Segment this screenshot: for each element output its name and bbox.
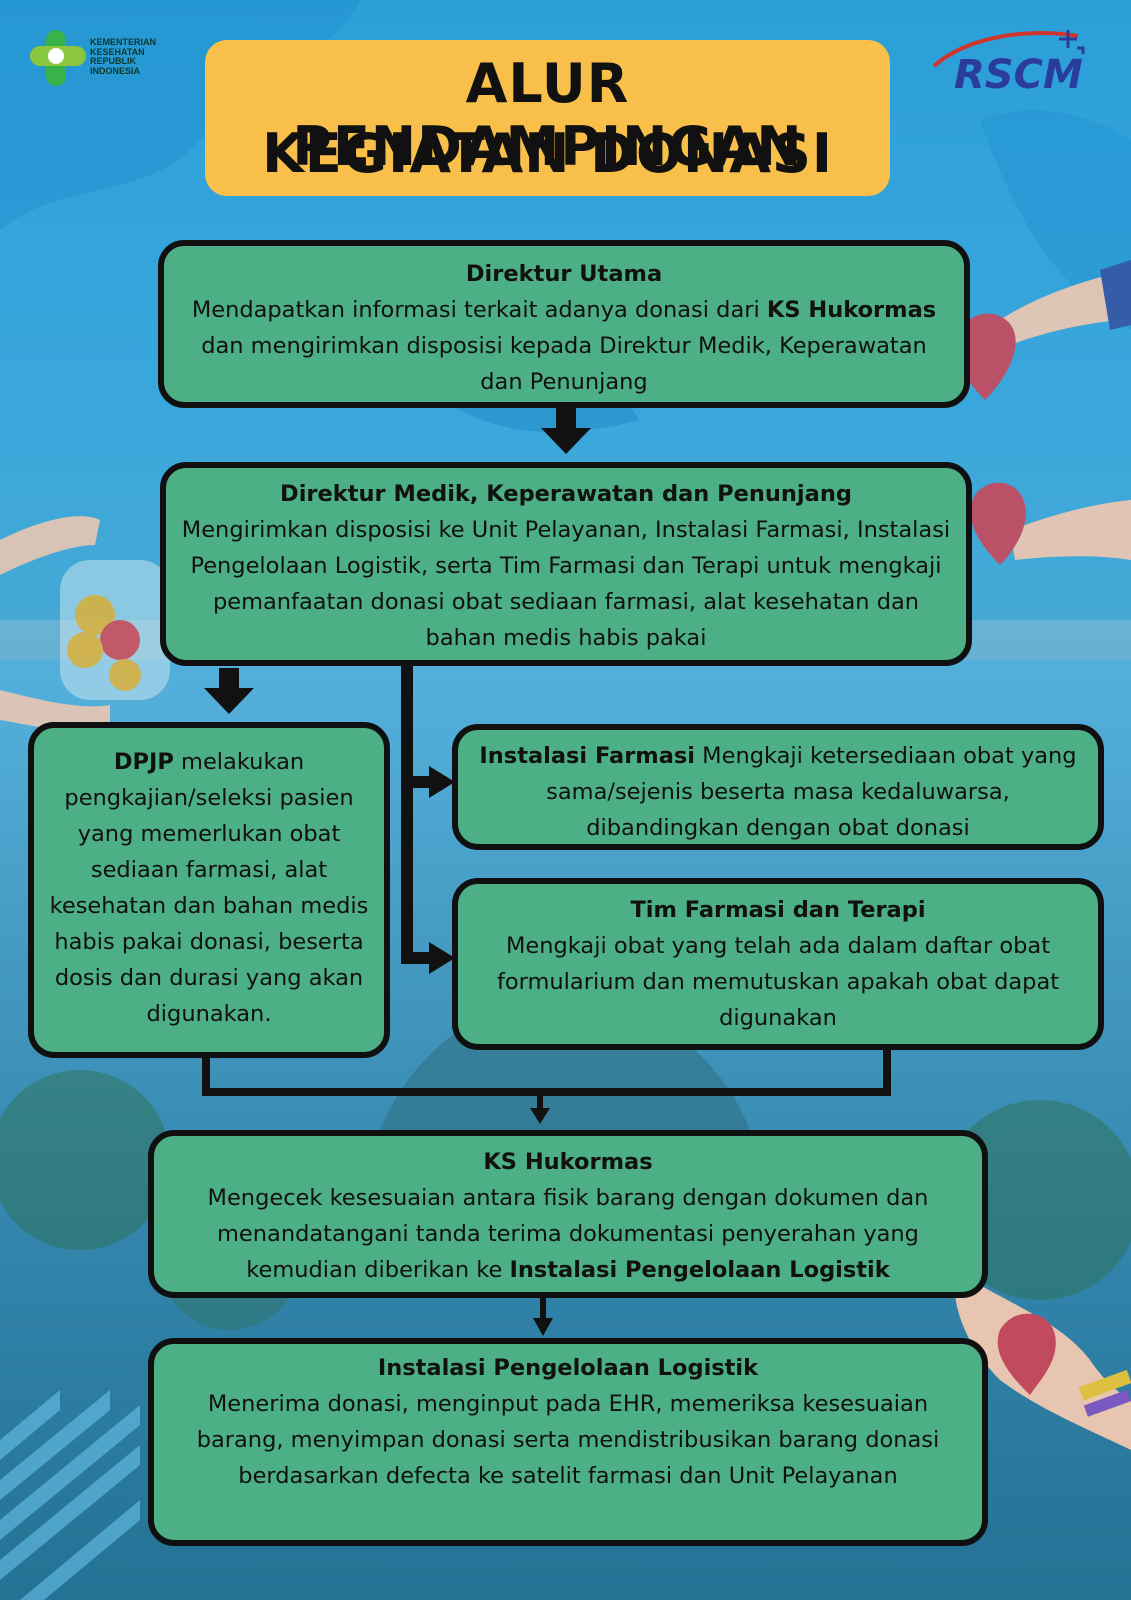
box-heading: Direktur Medik, Keperawatan dan Penunjan… (280, 481, 852, 507)
kemenkes-text-line: KEMENTERIAN (90, 37, 157, 47)
title-line-2: KEGIATAN DONASI (262, 122, 833, 185)
connector-merge-left (202, 1054, 210, 1094)
title-line-1: ALUR PENDAMPINGAN (292, 52, 803, 178)
arrow-right-farmasi (407, 766, 455, 798)
box-heading: Tim Farmasi dan Terapi (630, 897, 926, 923)
arrow-down-ks-hukormas (530, 1094, 550, 1124)
arrow-down-logistik (533, 1296, 553, 1336)
box-text: Mengirimkan disposisi ke Unit Pelayanan,… (181, 517, 951, 651)
kemenkes-logo: KEMENTERIAN KESEHATAN REPUBLIK INDONESIA (28, 28, 178, 88)
box-instalasi-farmasi: Instalasi Farmasi Mengkaji ketersediaan … (452, 724, 1104, 850)
arrow-down-1 (541, 408, 591, 454)
arrow-right-tim-farmasi (407, 942, 455, 974)
connector-vertical (401, 664, 413, 964)
box-instalasi-logistik: Instalasi Pengelolaan Logistik Menerima … (148, 1338, 988, 1546)
kemenkes-logo-icon (30, 30, 86, 86)
box-heading: KS Hukormas (483, 1149, 653, 1175)
kemenkes-logo-text: KEMENTERIAN KESEHATAN REPUBLIK INDONESIA (90, 37, 182, 76)
stripe-pattern (0, 1390, 140, 1600)
connector-merge-horizontal (202, 1088, 891, 1096)
kemenkes-text-line: INDONESIA (90, 65, 141, 76)
box-text: Mendapatkan informasi terkait adanya don… (191, 297, 767, 323)
box-text-bold: KS Hukormas (766, 297, 937, 323)
box-text: melakukan pengkajian/seleksi pasien yang… (49, 749, 369, 1027)
box-text-bold: Instalasi Farmasi (479, 743, 696, 769)
box-text-bold: Instalasi Pengelolaan Logistik (509, 1257, 890, 1283)
box-text: Mengkaji ketersediaan obat yang sama/sej… (546, 743, 1077, 841)
arrow-down-dpjp (204, 668, 254, 714)
box-text-bold: DPJP (113, 749, 174, 775)
jar-hands-left (0, 516, 170, 732)
box-tim-farmasi: Tim Farmasi dan Terapi Mengkaji obat yan… (452, 878, 1104, 1050)
box-ks-hukormas: KS Hukormas Mengecek kesesuaian antara f… (148, 1130, 988, 1298)
hand-heart-top-right (955, 260, 1131, 400)
box-heading: Direktur Utama (465, 261, 663, 287)
rscm-logo: RSCM (928, 22, 1108, 102)
box-text: Mengecek kesesuaian antara fisik barang … (207, 1185, 929, 1283)
rscm-logo-text: RSCM (954, 52, 1083, 98)
page-title: ALUR PENDAMPINGAN KEGIATAN DONASI (205, 40, 890, 196)
hand-heart-right (970, 482, 1131, 565)
box-direktur-utama: Direktur Utama Mendapatkan informasi ter… (158, 240, 970, 408)
hand-heart-bottom-right (954, 1270, 1131, 1450)
rscm-swoosh-icon (932, 30, 1085, 68)
box-text: Menerima donasi, menginput pada EHR, mem… (196, 1391, 940, 1489)
box-heading: Instalasi Pengelolaan Logistik (377, 1355, 759, 1381)
kemenkes-text-line: KESEHATAN (90, 46, 145, 57)
box-text: Mengkaji obat yang telah ada dalam dafta… (496, 933, 1060, 1031)
box-dpjp: DPJP melakukan pengkajian/seleksi pasien… (28, 722, 390, 1058)
connector-merge-right (883, 1048, 891, 1094)
kemenkes-text-line: REPUBLIK (90, 56, 137, 66)
box-direktur-medik: Direktur Medik, Keperawatan dan Penunjan… (160, 462, 972, 666)
box-text: dan mengirimkan disposisi kepada Direktu… (201, 333, 927, 395)
